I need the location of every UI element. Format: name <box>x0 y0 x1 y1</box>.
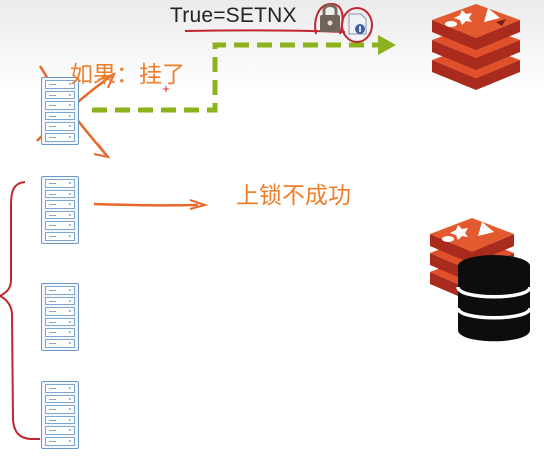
crash-label: 如果：挂了 <box>70 62 185 88</box>
lock-fail-arrow <box>93 199 209 210</box>
small-cross-mark <box>163 86 169 92</box>
database-icon <box>456 255 532 342</box>
server-rack-icon <box>41 381 79 449</box>
server-rack-icon <box>41 176 79 244</box>
server-rack-icon <box>41 283 79 351</box>
padlock-icon <box>320 4 340 32</box>
lock-fail-label: 上锁不成功 <box>236 183 351 209</box>
crash-flow-arrow <box>92 35 396 113</box>
setnx-label: True=SETNX <box>170 4 297 27</box>
redis-logo-icon <box>432 4 520 90</box>
server-group-brace <box>0 181 40 440</box>
server-rack-icon <box>41 77 79 145</box>
file-info-icon <box>348 13 367 35</box>
